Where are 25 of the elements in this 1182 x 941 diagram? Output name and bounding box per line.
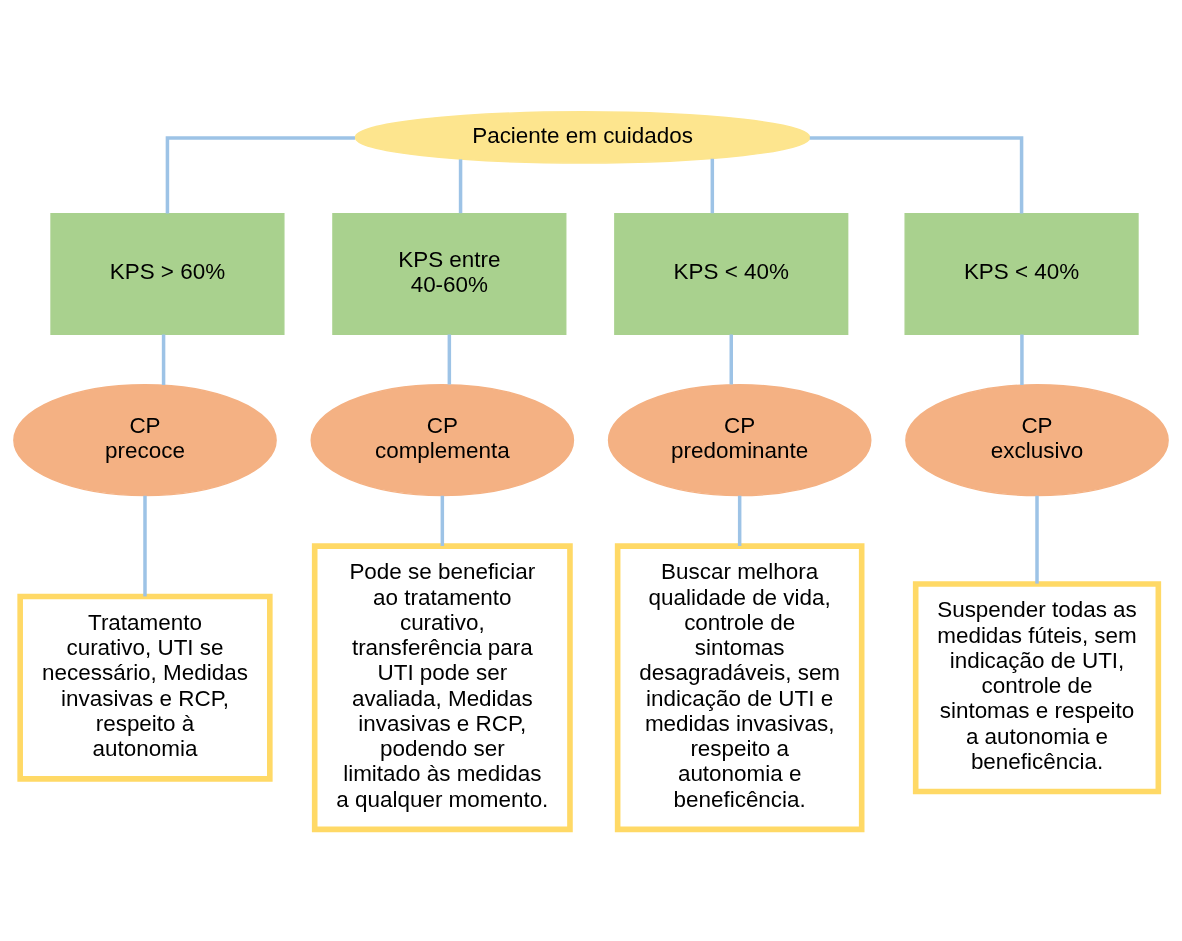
node-ellipse: CP exclusivo	[905, 384, 1169, 497]
connector	[1020, 334, 1024, 385]
node-box: Pode se beneficiar ao tratamento curativo, transferência para UTI pode ser avaliada, Medidas invasivas e RCP, podendo ser limitado às medidas a qualquer momento.	[311, 543, 573, 833]
connector	[729, 334, 733, 385]
node-ellipse: CP complementa	[310, 384, 575, 497]
node-box: KPS < 40%	[614, 212, 849, 335]
node-box: KPS entre 40-60%	[332, 212, 567, 335]
node-box: KPS < 40%	[904, 212, 1139, 335]
node-box: Tratamento curativo, UTI se necessário, Medidas invasivas e RCP, respeito à autonomia	[17, 593, 273, 782]
connector	[440, 495, 445, 546]
node-ellipse: CP predominante	[607, 384, 872, 497]
connector	[737, 495, 742, 546]
connector	[161, 334, 166, 385]
connector	[458, 159, 463, 214]
node-box: Suspender todas as medidas fúteis, sem indicação de UTI, controle de sintomas e respeito a autonomia e beneficência.	[912, 581, 1162, 795]
node-box: Buscar melhora qualidade de vida, controle de sintomas desagradáveis, sem indicação de UTI e medidas invasivas, respeito a autonomia e beneficência.	[614, 543, 865, 833]
node-box: KPS > 60%	[50, 212, 285, 335]
connector	[1035, 495, 1039, 584]
connector	[143, 495, 147, 597]
node-ellipse: Paciente em cuidados	[354, 111, 811, 164]
connector	[165, 136, 355, 214]
connector	[447, 334, 452, 385]
node-ellipse: CP precoce	[13, 384, 277, 497]
connector	[809, 136, 1024, 214]
connector	[710, 158, 715, 214]
